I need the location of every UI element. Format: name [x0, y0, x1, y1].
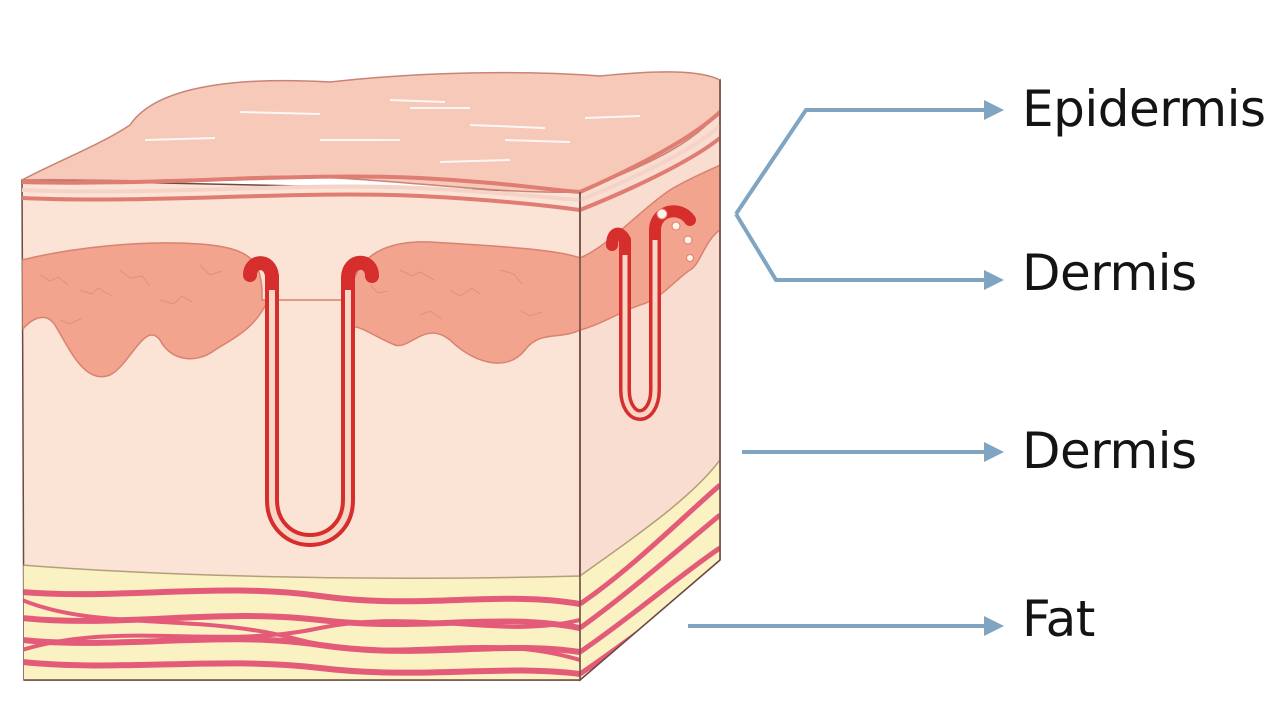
epidermis-stripes [21, 110, 722, 213]
side-follicle-inner [622, 240, 658, 418]
surface-texture [144, 99, 641, 163]
fat-layer-front [22, 564, 580, 680]
pointer-arrows [688, 100, 1004, 636]
block-edge-bottom [24, 559, 721, 681]
label-dermis-upper: Dermis [1022, 244, 1197, 302]
arrow-epidermis [734, 100, 1004, 216]
label-fat: Fat [1022, 590, 1095, 648]
label-dermis-lower: Dermis [1022, 422, 1197, 480]
side-bumps [656, 208, 694, 262]
label-epidermis: Epidermis [1022, 80, 1266, 138]
papillary-texture [39, 264, 543, 325]
skin-block [21, 71, 722, 682]
fat-bands-front [22, 587, 580, 677]
hair-follicle-inner [269, 290, 351, 544]
papillary-dermis [22, 241, 580, 378]
arrow-dermis-upper [734, 212, 1004, 290]
